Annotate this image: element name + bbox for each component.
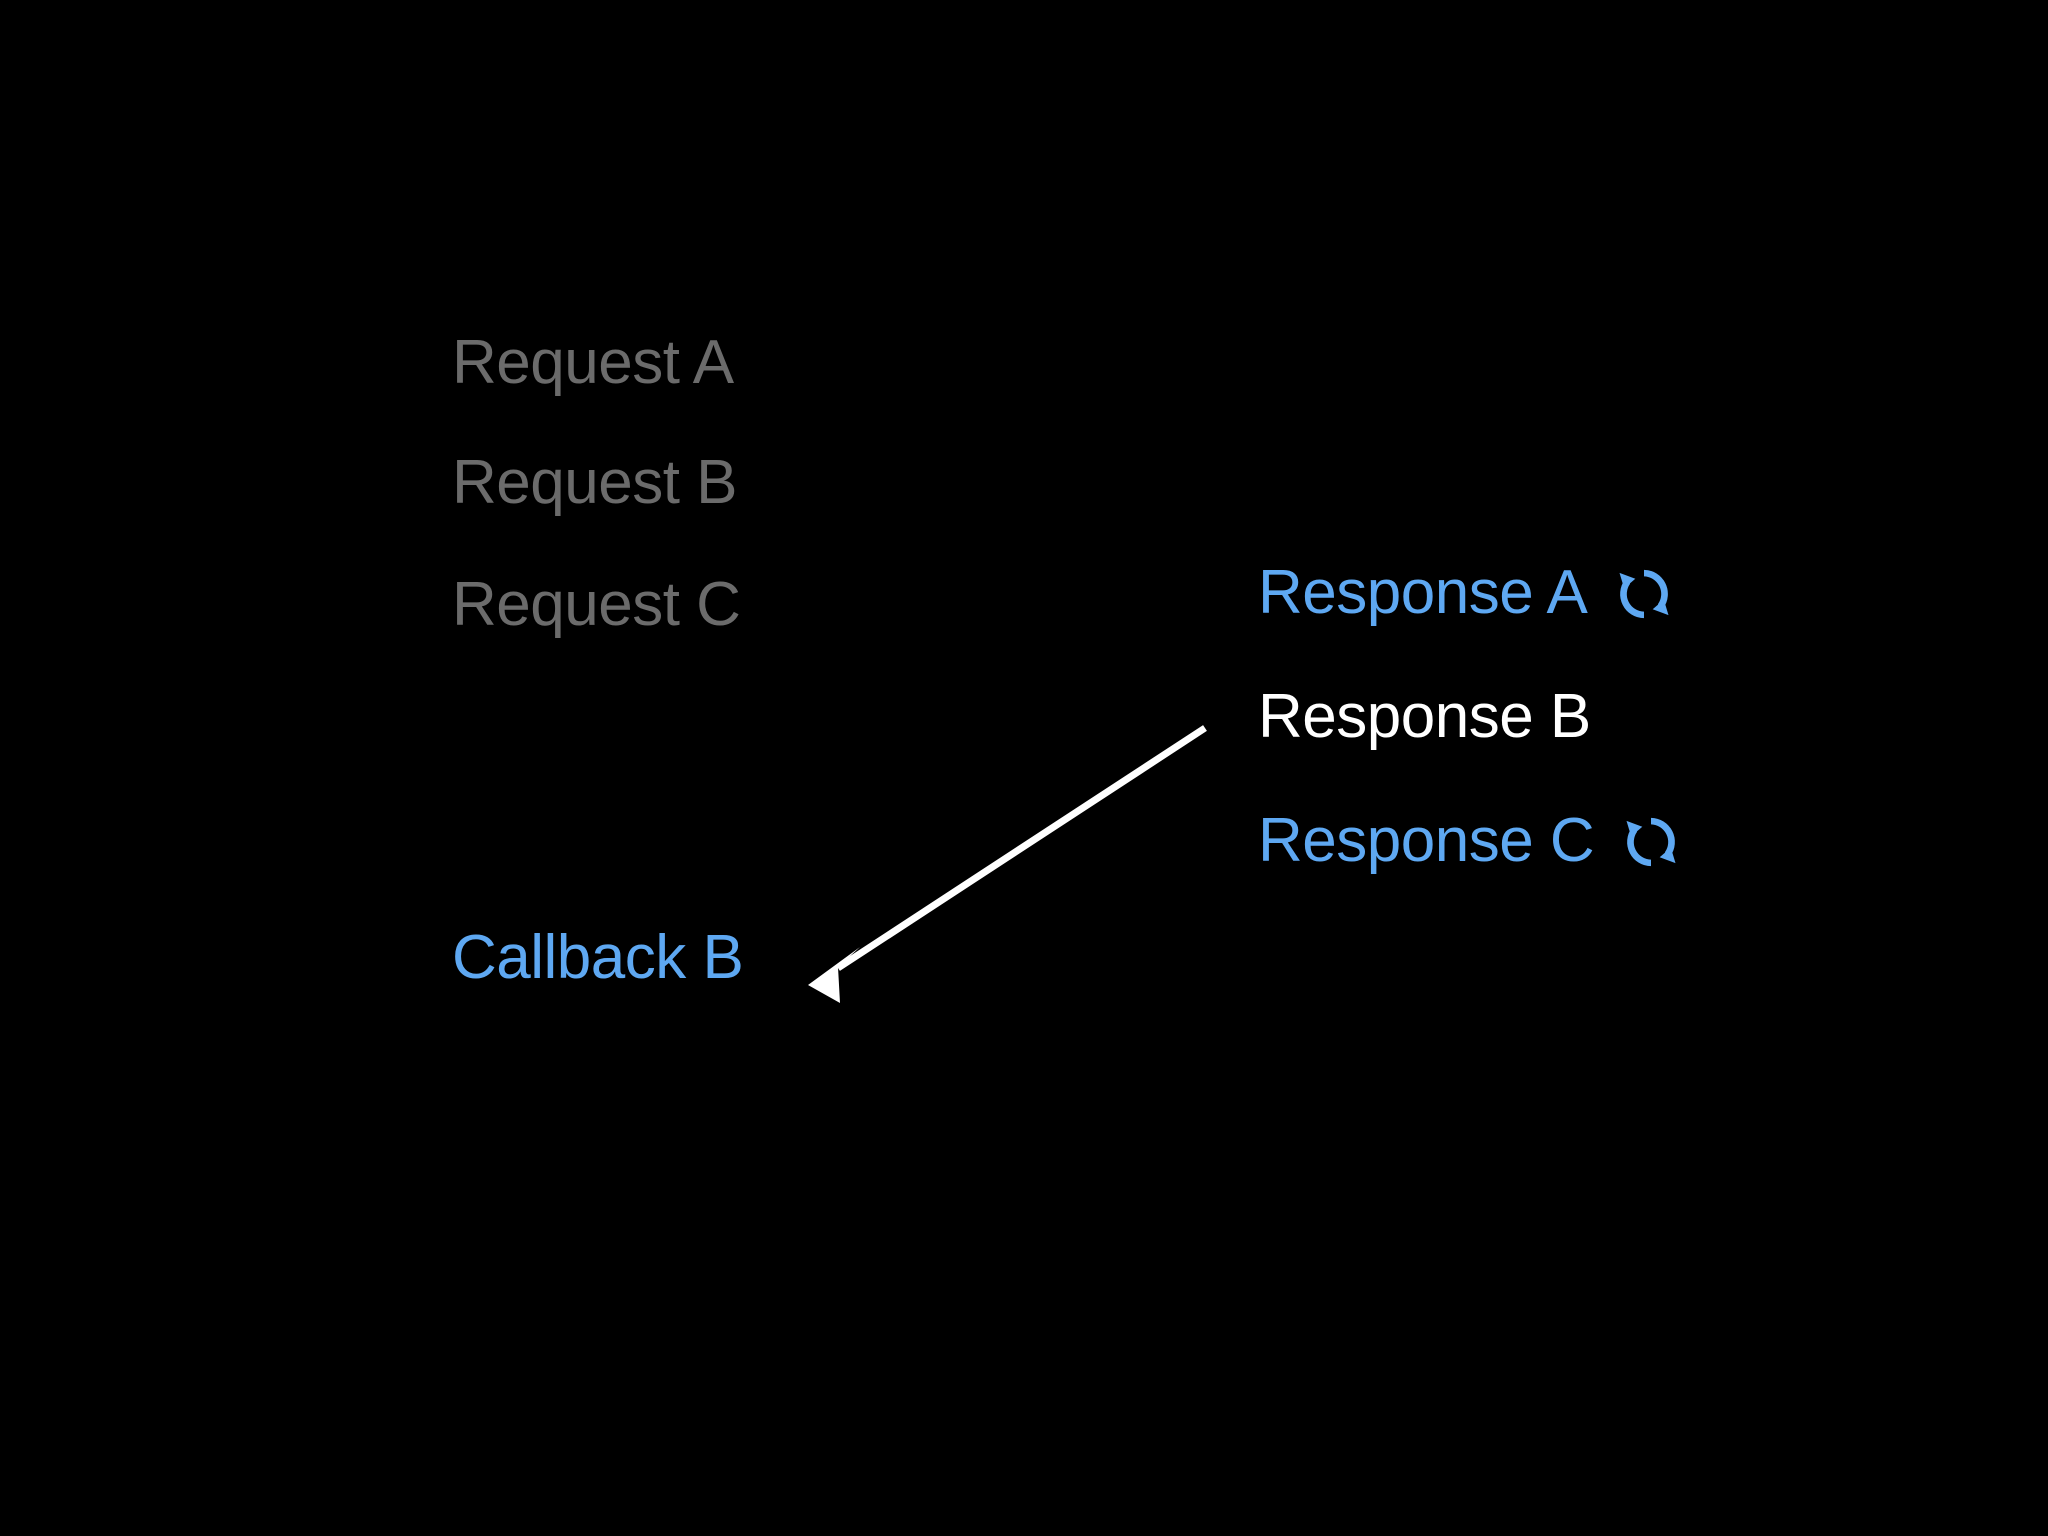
response-c-row: Response C — [1258, 810, 1682, 872]
request-a-row: Request A — [452, 332, 734, 394]
response-c-label: Response C — [1258, 806, 1595, 875]
response-b-row: Response B — [1258, 686, 1591, 748]
callback-b-label: Callback B — [452, 923, 744, 992]
request-a-label: Request A — [452, 328, 734, 397]
arrow-shaft — [836, 725, 1207, 971]
refresh-icon — [1613, 563, 1675, 625]
arrow-head — [808, 947, 860, 1003]
refresh-icon — [1620, 811, 1682, 873]
request-c-label: Request C — [452, 570, 741, 639]
request-b-row: Request B — [452, 448, 738, 517]
request-c-row: Request C — [452, 570, 741, 639]
callback-b-row: Callback B — [452, 923, 744, 992]
request-b-label: Request B — [452, 448, 738, 517]
response-b-label: Response B — [1258, 682, 1591, 751]
response-a-row: Response A — [1258, 562, 1675, 624]
response-a-label: Response A — [1258, 558, 1588, 627]
